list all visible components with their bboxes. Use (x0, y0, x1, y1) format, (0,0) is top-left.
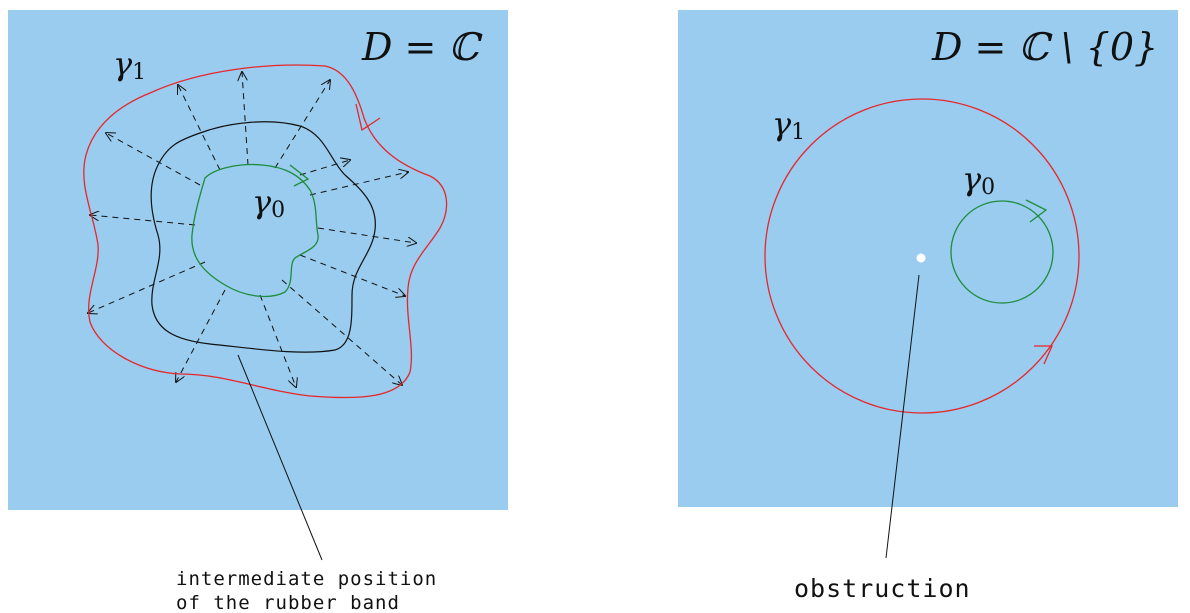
expansion-arrow (281, 279, 402, 385)
gamma0-circle (950, 200, 1054, 304)
expansion-arrow (299, 254, 405, 296)
right-caption: obstruction (794, 574, 971, 603)
gamma0-curve (191, 163, 319, 298)
left-gamma0-label: γ0 (252, 183, 285, 223)
obstruction-point (916, 253, 926, 263)
expansion-arrow (106, 133, 201, 186)
gamma1-curve (83, 64, 448, 399)
expansion-arrow (259, 294, 296, 387)
right-panel: D = ℂ \ {0} γ1 γ0 obstruction (678, 10, 1178, 603)
left-panel: D = ℂ γ1 γ0 intermediate position of the… (8, 10, 508, 613)
expansion-arrow (317, 227, 416, 243)
right-domain-region (678, 10, 1178, 507)
left-domain-region (8, 10, 508, 510)
gamma1-direction-arrow (355, 103, 381, 132)
caption-leader-line (237, 354, 323, 561)
gamma0-direction-arrow (289, 164, 310, 187)
gamma1-circle (764, 98, 1080, 414)
expansion-arrows (88, 72, 416, 387)
right-gamma0-label: γ0 (962, 160, 995, 200)
intermediate-rubber-band (150, 121, 376, 353)
expansion-arrow (178, 85, 221, 171)
right-domain-label: D = ℂ \ {0} (931, 25, 1158, 69)
left-domain-label: D = ℂ (361, 25, 482, 69)
expansion-arrow (242, 72, 249, 166)
right-gamma1-label: γ1 (772, 105, 805, 145)
left-gamma1-label: γ1 (113, 45, 146, 85)
gamma0-direction-arrow (1025, 199, 1048, 223)
gamma1-direction-arrow (1034, 345, 1054, 365)
left-caption-line2: of the rubber band (176, 592, 400, 613)
expansion-arrow (309, 172, 408, 196)
left-caption-line1: intermediate position (176, 568, 437, 590)
obstruction-leader-line (885, 274, 920, 559)
expansion-arrow (299, 160, 350, 176)
